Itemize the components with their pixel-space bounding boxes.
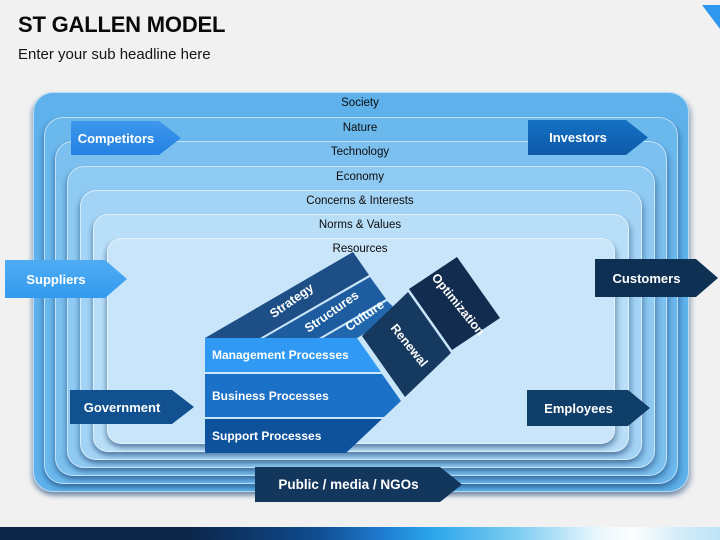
strategy-band [205,252,369,338]
employees-arrow: Employees [527,390,650,426]
customers-label: Customers [612,270,681,286]
structures-band [264,277,386,338]
employees-label: Employees [544,400,613,416]
optimization-band [409,257,500,350]
support-processes-label: Support Processes [212,429,322,443]
competitors-label: Competitors [77,130,155,146]
renewal-band [362,292,451,397]
management-processes-bar [205,338,381,372]
suppliers-label: Suppliers [26,271,86,287]
suppliers-arrow: Suppliers [5,260,127,298]
investors-label: Investors [549,130,607,145]
culture-band [323,301,400,338]
customers-arrow: Customers [595,259,718,297]
investors-arrow: Investors [528,120,648,155]
management-processes-label: Management Processes [212,348,349,362]
business-processes-bar [205,374,401,417]
government-label: Government [83,399,161,415]
page-subtitle: Enter your sub headline here [18,46,211,63]
public-media-ngos-label: Public / media / NGOs [278,477,419,492]
support-processes-bar [205,419,382,453]
business-processes-label: Business Processes [212,389,329,403]
competitors-arrow: Competitors [71,121,181,155]
page-title: ST GALLEN MODEL [18,12,226,37]
public-media-ngos-arrow: Public / media / NGOs [255,467,462,502]
bottom-accent-bar [0,527,720,540]
government-arrow: Government [70,390,194,424]
